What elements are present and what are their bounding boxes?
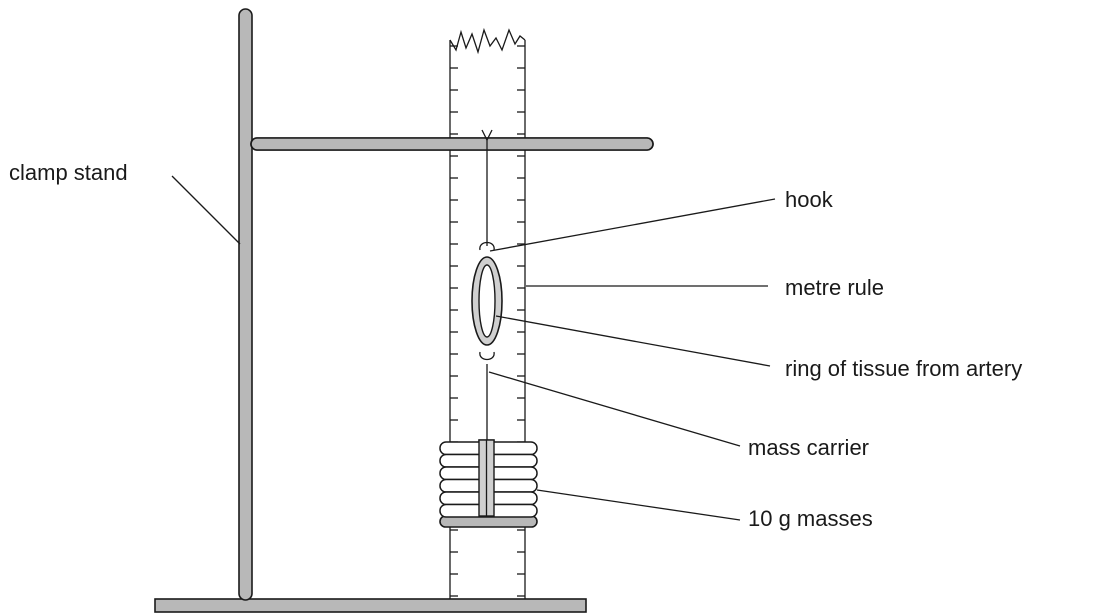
- tissue-ring: [471, 256, 503, 346]
- metre-rule: [449, 27, 526, 599]
- clamp-arm-front: [250, 137, 654, 151]
- label-mass-carrier: mass carrier: [748, 435, 869, 460]
- stand-base: [154, 598, 587, 613]
- label-ring-of-tissue: ring of tissue from artery: [785, 356, 1022, 381]
- clamp-stand-rod: [238, 8, 253, 601]
- label-metre-rule: metre rule: [785, 275, 884, 300]
- leader-lines: [171, 175, 776, 521]
- hook: [479, 129, 495, 251]
- label-clamp-stand: clamp stand: [9, 160, 128, 185]
- slotted-masses: [439, 439, 538, 518]
- label-10g-masses: 10 g masses: [748, 506, 873, 531]
- label-hook: hook: [785, 187, 834, 212]
